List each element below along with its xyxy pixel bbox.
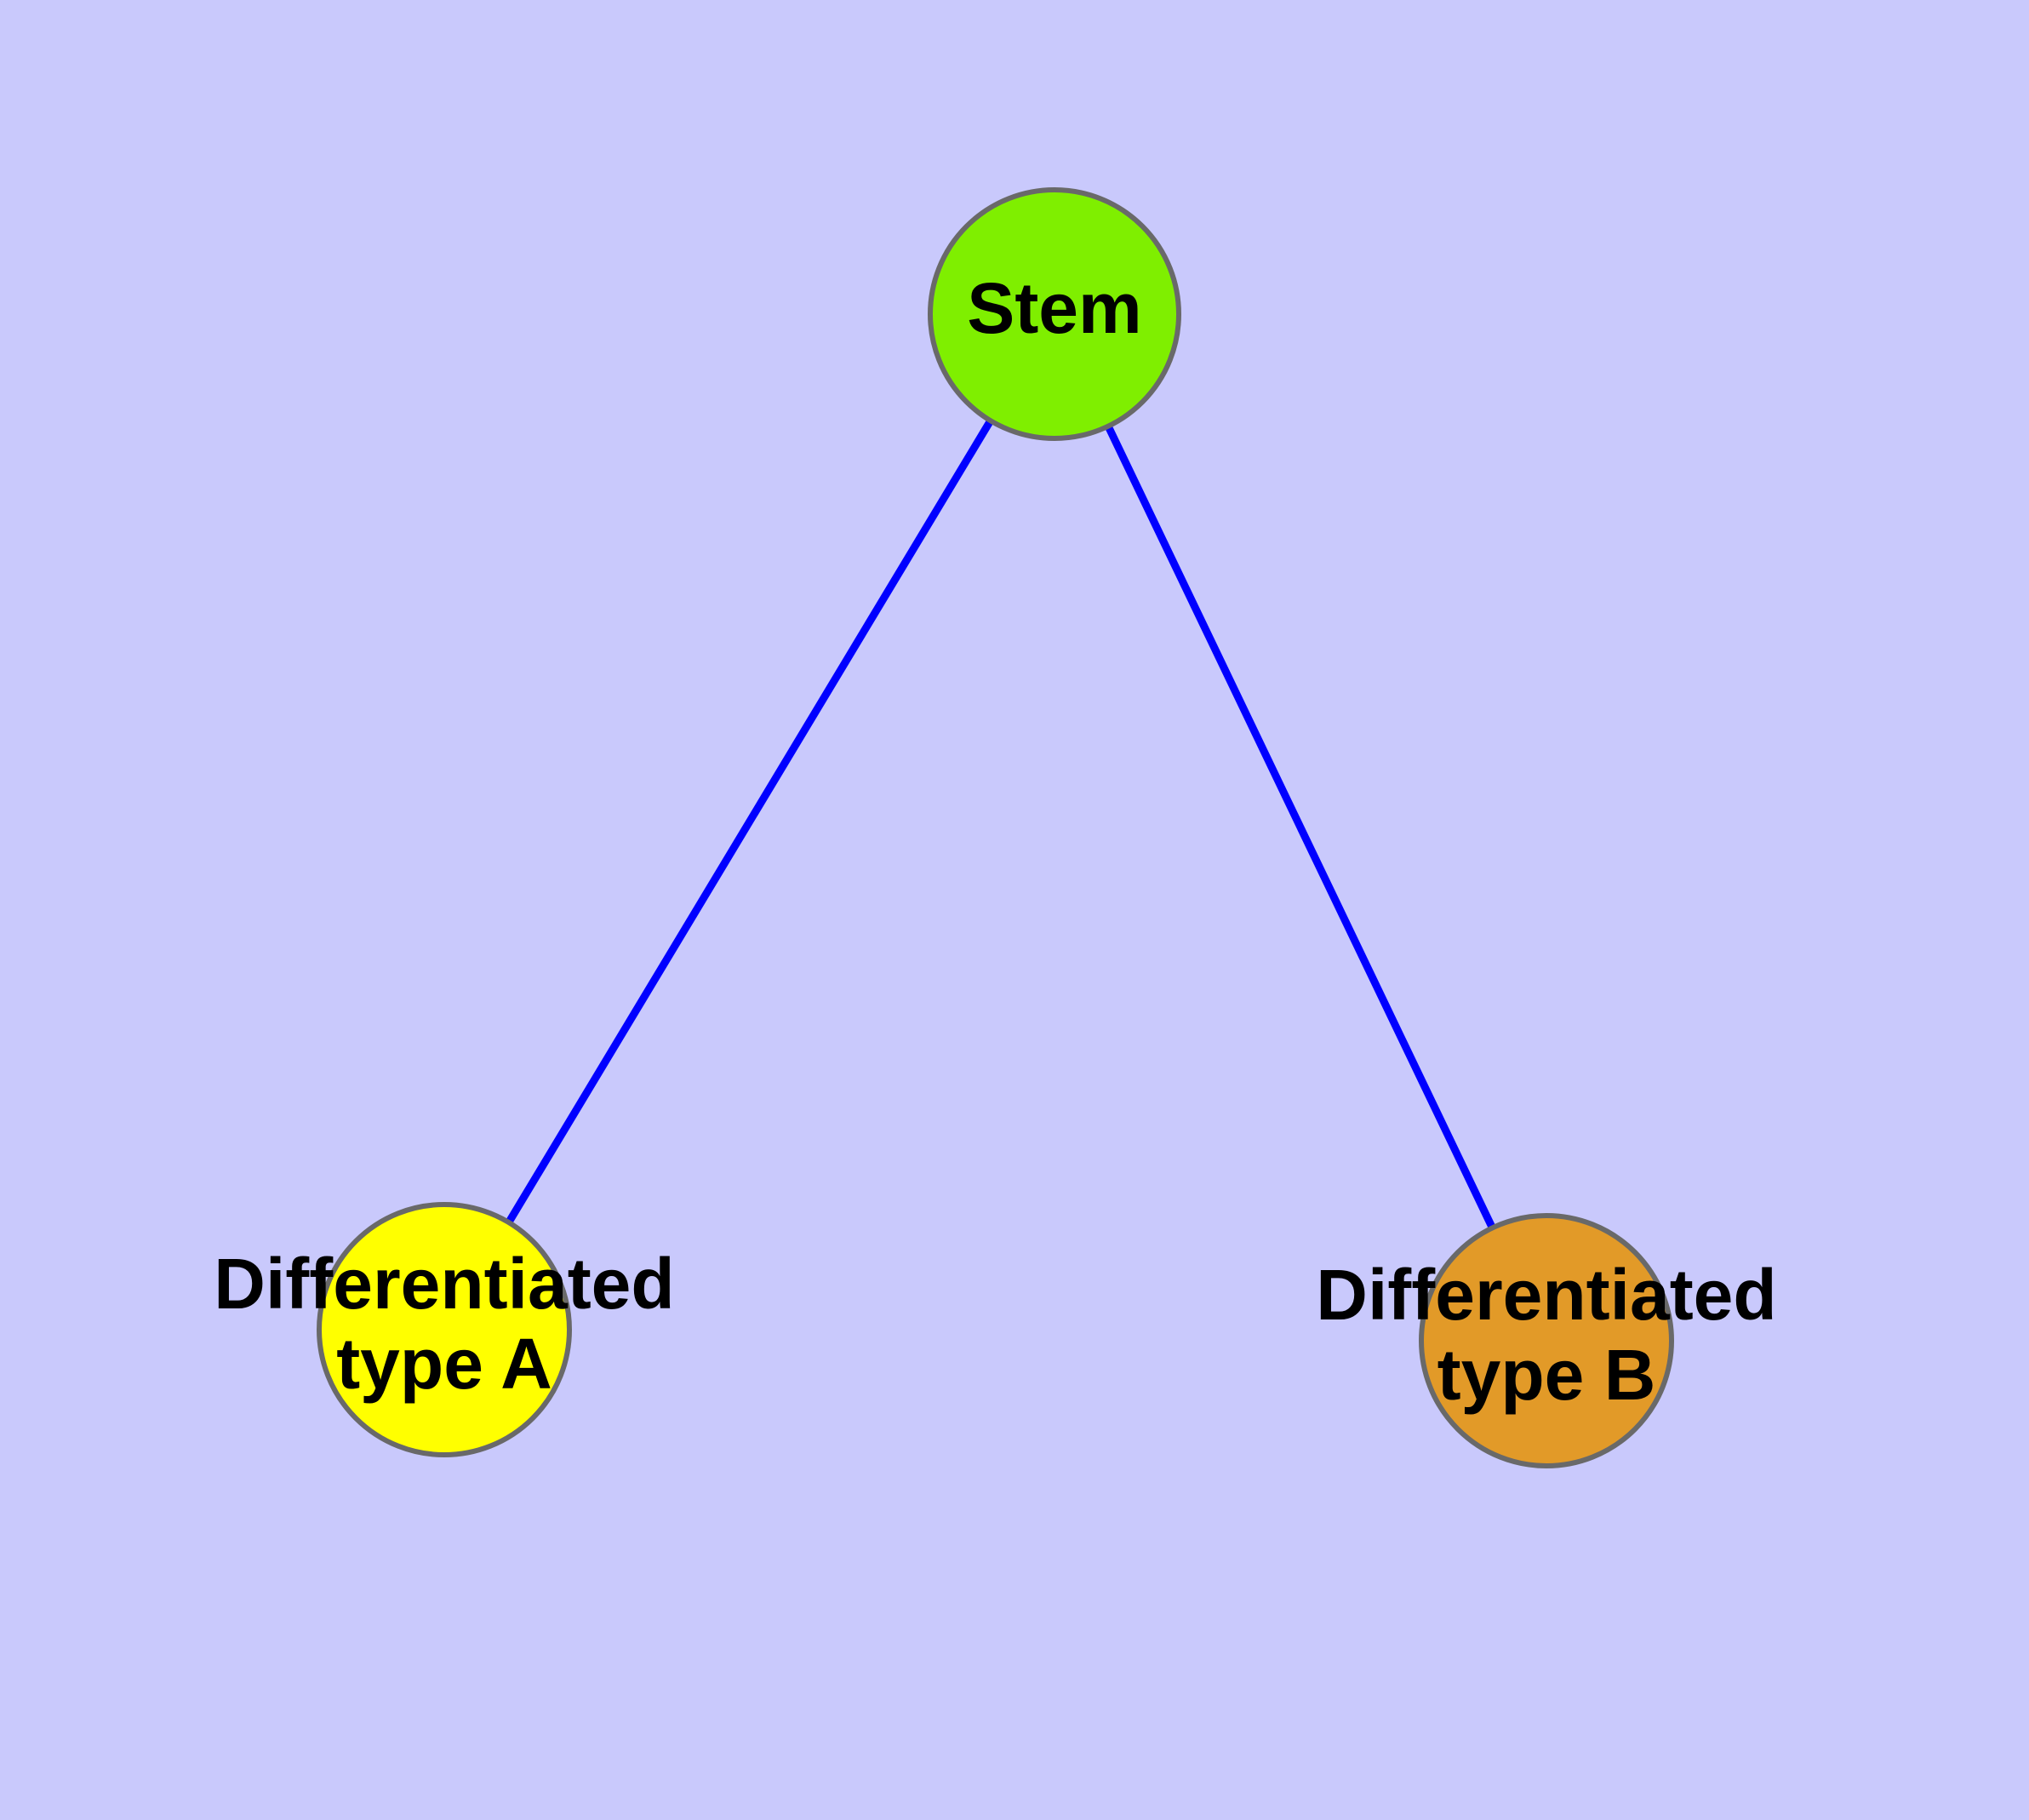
edges-layer xyxy=(441,312,1551,1342)
node-differentiated-type-a-circle[interactable] xyxy=(317,1202,572,1457)
edge-stem-diff-b[interactable] xyxy=(1050,312,1551,1342)
node-stem-label: Stem xyxy=(967,268,1141,348)
node-stem-circle[interactable] xyxy=(928,187,1181,441)
edge-stem-diff-a[interactable] xyxy=(441,312,1058,1332)
node-differentiated-type-b-circle[interactable] xyxy=(1419,1213,1674,1468)
node-stem[interactable]: Stem xyxy=(928,187,1181,441)
